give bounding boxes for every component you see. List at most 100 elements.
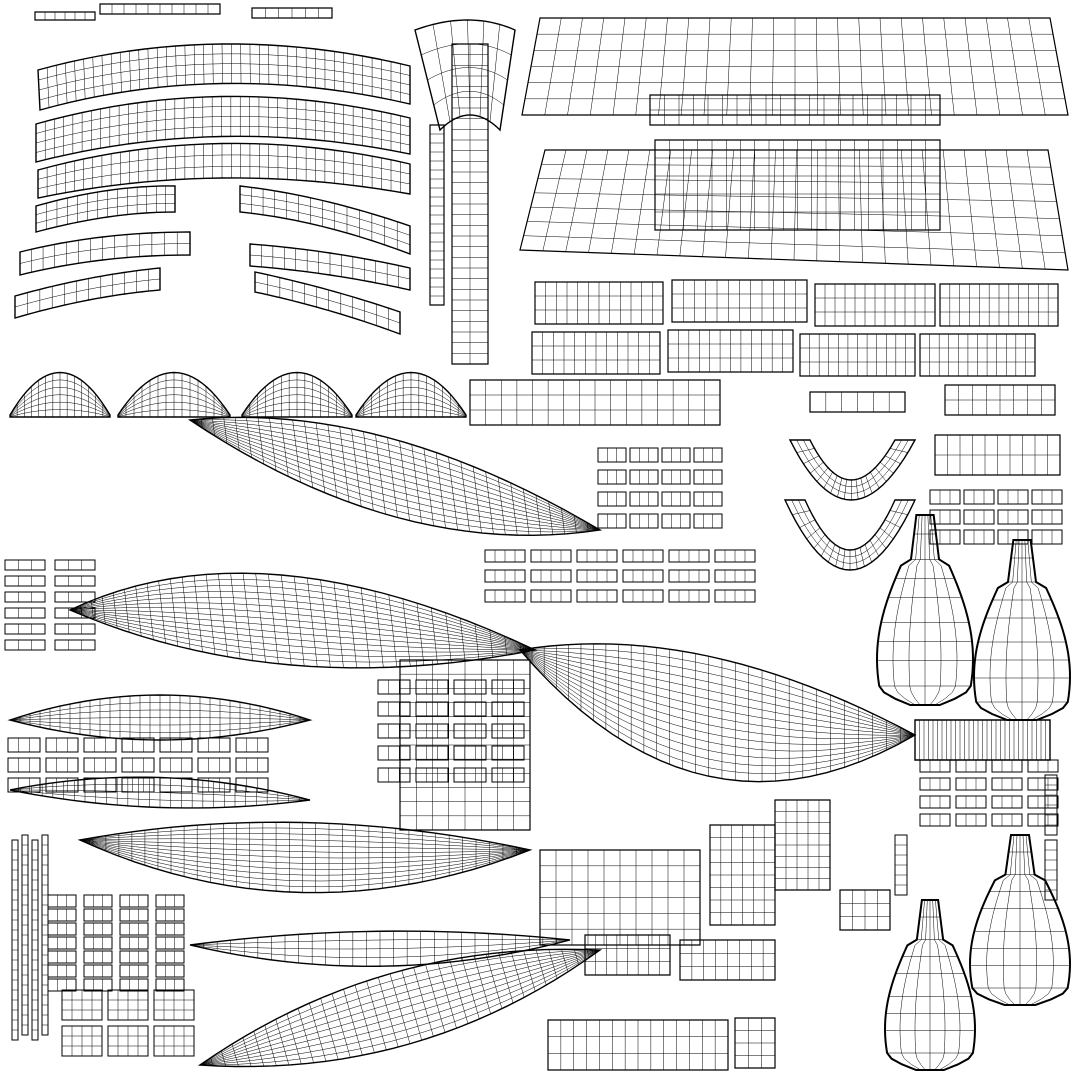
small-part-left-stack-7 [55,608,95,618]
small-part-right-15 [1028,814,1058,826]
arch-shape-2 [785,500,915,570]
flat-panel-6 [680,940,775,980]
curved-panel-2 [36,96,410,162]
rod-1 [22,835,28,1035]
small-part-mid-7 [694,470,722,484]
small-part-mid-11 [694,492,722,506]
nacelle-lower-right [970,835,1070,1005]
nacelle-upper-right [974,540,1070,720]
rod-right-1 [1045,840,1057,900]
trim-panel-row2-3 [920,334,1035,376]
small-part-mid-8 [598,492,626,506]
small-part-center-1 [416,680,448,694]
small-part-bottom-left-6 [120,909,148,921]
small-part-cluster-8 [577,570,617,582]
bracket-top [810,392,905,412]
fan-panel-2 [242,373,352,418]
small-part-grid-8 [930,530,960,544]
rod-right-0 [1045,775,1057,835]
small-part-left-11 [160,758,192,772]
small-part-left-10 [122,758,154,772]
fan-panel-0 [10,373,110,418]
top-strip-c [252,8,332,18]
small-part-left-15 [46,778,78,792]
spine-top [415,20,515,130]
small-part-bottom-left-23 [156,965,184,977]
small-part-right-6 [992,778,1022,790]
small-part-bottom-left-22 [120,965,148,977]
small-part-center-19 [492,768,524,782]
small-part-bottom-left-1 [84,895,112,907]
small-part-left-6 [236,738,268,752]
small-part-mid-0 [598,448,626,462]
uv-islands [5,4,1070,1070]
small-part-grid-1 [964,490,994,504]
trim-panel-row2-2 [800,334,915,376]
rod-0 [12,840,18,1040]
small-part-mid-12 [598,514,626,528]
small-part-grid-5 [964,510,994,524]
small-part-center-12 [378,746,410,760]
small-part-grid-11 [1032,530,1062,544]
small-part-left-9 [84,758,116,772]
small-part-right-2 [992,760,1022,772]
small-part-bottom-left-25 [84,979,112,991]
small-part-left-20 [236,778,268,792]
flat-panel-5 [735,1018,775,1068]
trim-panel-row1-1 [672,280,807,322]
small-part-cluster-0 [485,550,525,562]
bumper-inner-1 [650,95,940,125]
small-part-cluster-17 [715,590,755,602]
hull-bottom-2 [200,949,600,1066]
small-part-grid-9 [964,530,994,544]
small-part-center-16 [378,768,410,782]
nacelle-lower-left [885,900,975,1070]
nacelle-upper-left [877,515,973,705]
small-part-bottom-left-19 [156,951,184,963]
curved-panel-1 [38,44,410,110]
small-part-cluster-1 [531,550,571,562]
small-part-left-7 [8,758,40,772]
small-part-cluster-14 [577,590,617,602]
small-part-right-14 [992,814,1022,826]
small-part-grid-7 [1032,510,1062,524]
small-tile-bottom-4 [108,1026,148,1056]
curved-panel-4b [240,186,410,254]
small-part-left-19 [198,778,230,792]
small-part-cluster-5 [715,550,755,562]
small-part-center-4 [378,702,410,716]
small-part-grid-6 [998,510,1028,524]
small-part-center-9 [416,724,448,738]
small-part-cluster-12 [485,590,525,602]
small-part-left-stack-5 [55,592,95,602]
curved-panel-4a [36,186,175,232]
wing-strip [470,380,720,425]
curved-panel-5b [250,244,410,290]
small-part-grid-3 [1032,490,1062,504]
bracket-right [945,385,1055,415]
trim-panel-row1-2 [815,284,935,326]
small-part-left-stack-10 [5,640,45,650]
small-part-bottom-left-14 [120,937,148,949]
small-part-bottom-left-21 [84,965,112,977]
hull-bottom-1 [80,822,530,892]
small-part-center-14 [454,746,486,760]
small-part-right-8 [920,796,950,808]
small-part-center-11 [492,724,524,738]
trim-panel-row2-1 [668,330,793,372]
hull-upper [190,417,600,535]
small-part-cluster-4 [669,550,709,562]
small-part-right-4 [920,778,950,790]
hull-mid [70,573,535,668]
bracket-wide [935,435,1060,475]
small-part-left-8 [46,758,78,772]
small-part-grid-2 [998,490,1028,504]
hull-bottom-3 [190,931,570,966]
small-part-left-2 [84,738,116,752]
small-part-left-stack-3 [55,576,95,586]
curved-panel-6a [15,268,160,318]
small-part-bottom-left-26 [120,979,148,991]
small-part-left-stack-2 [5,576,45,586]
small-part-left-5 [198,738,230,752]
